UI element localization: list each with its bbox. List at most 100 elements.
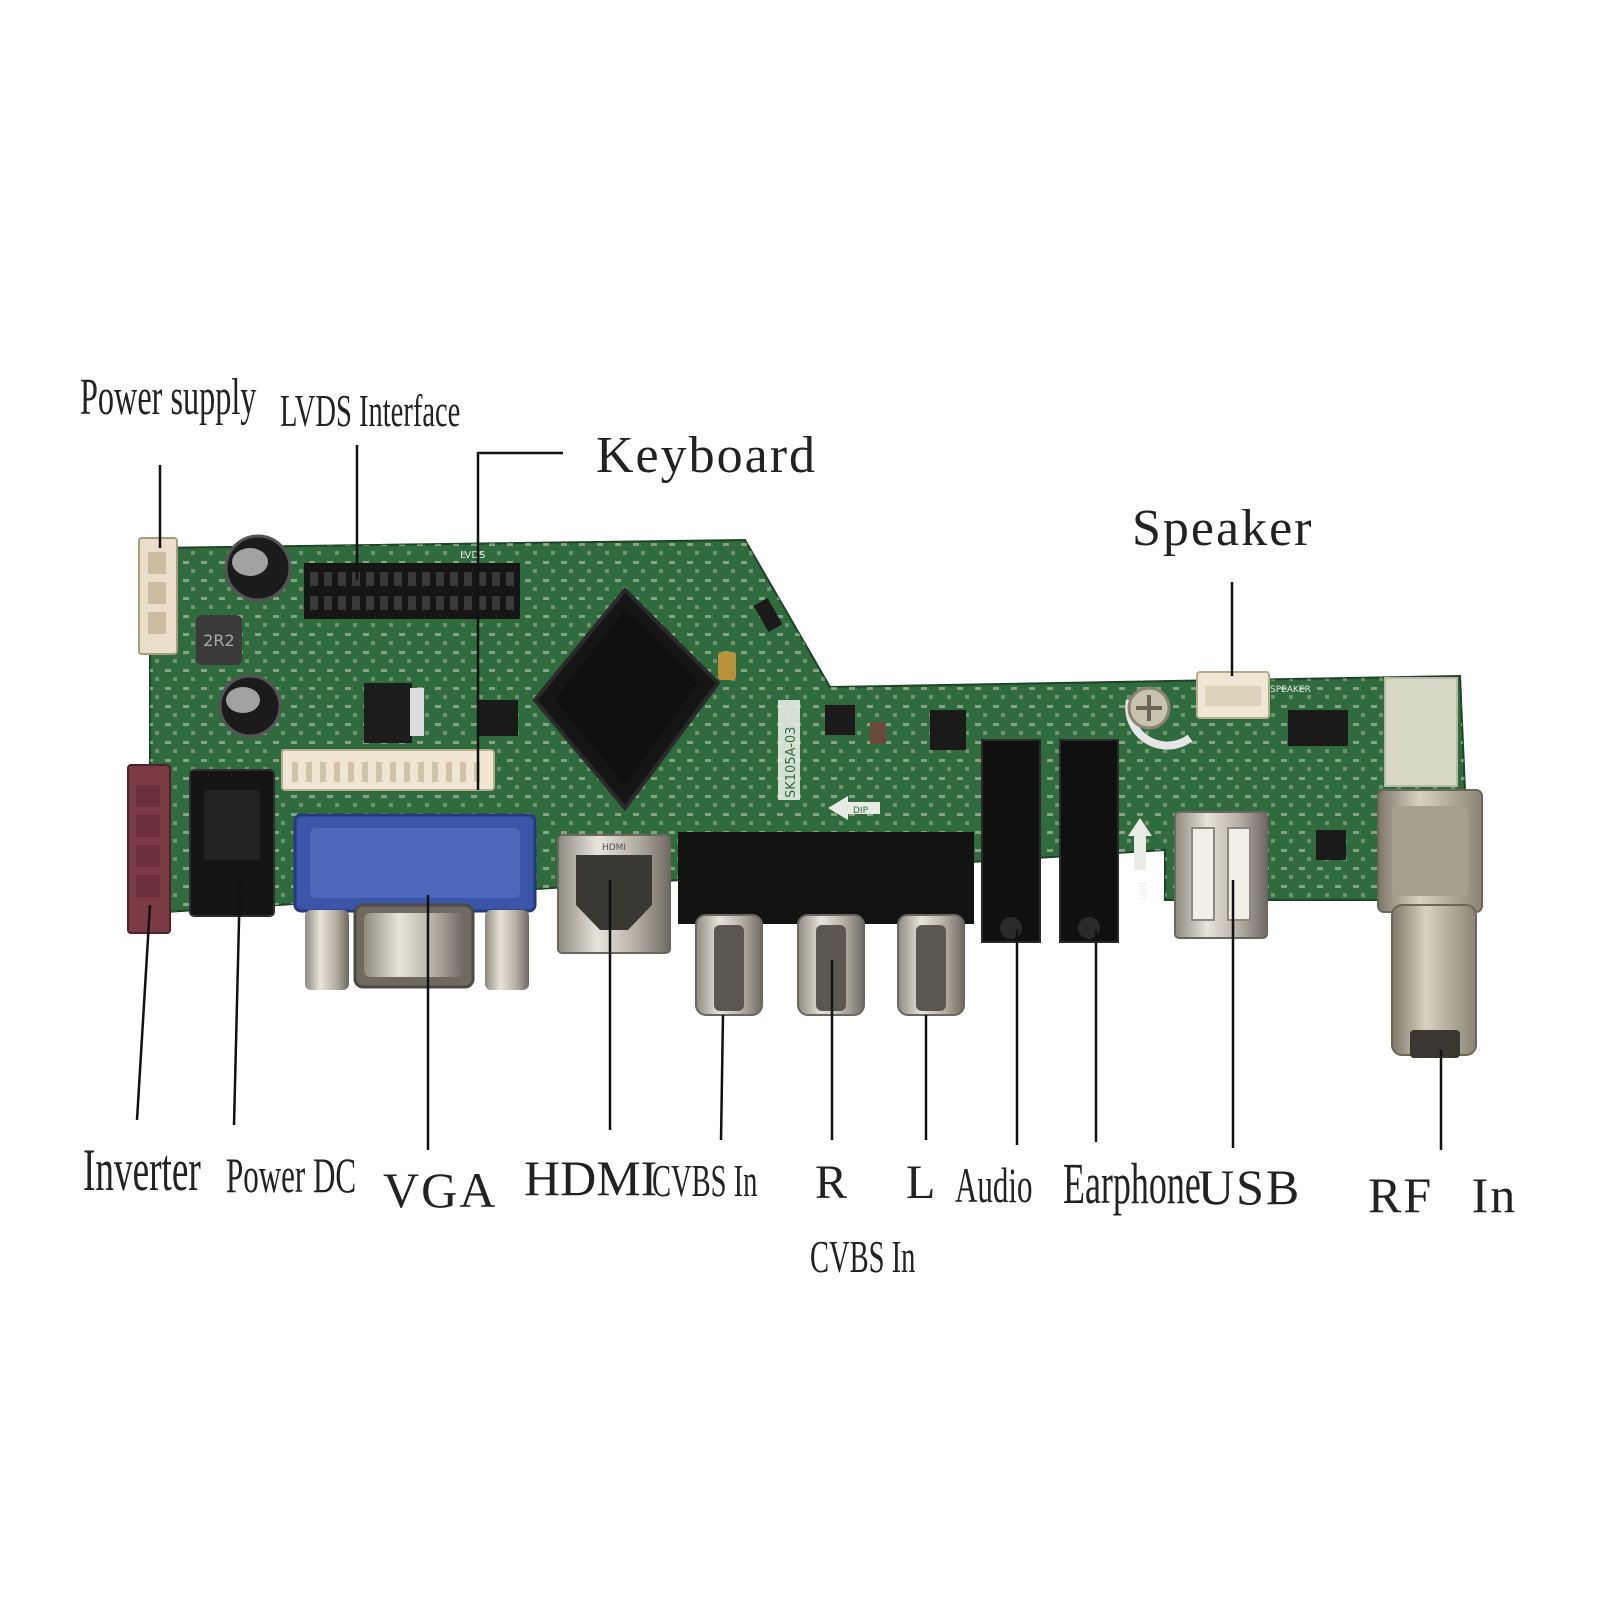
lvds-pin [478, 572, 486, 586]
power-supply-connector [138, 537, 178, 655]
av-connector-block [678, 832, 974, 924]
lvds-pin [464, 572, 472, 586]
lvds-pin [324, 572, 332, 586]
lvds-marking: LVDS [460, 550, 485, 561]
lvds-pin [310, 596, 318, 610]
lvds-pin [506, 596, 514, 610]
keyboard-pin [362, 762, 368, 782]
power-dc-jack [189, 769, 275, 917]
lvds-pin [506, 572, 514, 586]
label-rf-in: RF In [1368, 1167, 1518, 1223]
leader-power-dc [232, 879, 242, 1126]
rca-jack-l [897, 914, 965, 1016]
lvds-pin [366, 596, 374, 610]
label-speaker: Speaker [1132, 500, 1314, 557]
lvds-pin [394, 596, 402, 610]
leader-inverter [135, 904, 152, 1121]
inverter-connector [127, 764, 171, 934]
ic-small-2 [825, 705, 855, 735]
lvds-pin [338, 596, 346, 610]
ic-small-3 [930, 710, 966, 750]
usb-arrow: USB [1128, 818, 1152, 900]
label-cvbs-in-1: CVBS In [652, 1155, 758, 1206]
capacitor-top [224, 534, 292, 602]
dip-marking: DIP [853, 806, 869, 816]
lvds-pin [422, 572, 430, 586]
lvds-pin [394, 572, 402, 586]
lvds-pin [464, 596, 472, 610]
lvds-pin [338, 572, 346, 586]
lvds-pin [436, 572, 444, 586]
ic-small-1 [478, 700, 518, 736]
keyboard-pin [418, 762, 424, 782]
regulator-chip [364, 683, 412, 743]
inductor-2r2: 2R2 [196, 615, 242, 665]
lvds-pin [324, 596, 332, 610]
keyboard-pin [348, 762, 354, 782]
ic-small-6 [753, 598, 783, 632]
main-soc-chip [532, 587, 721, 812]
lvds-pin [380, 572, 388, 586]
lvds-pin [478, 596, 486, 610]
label-power-dc: Power DC [226, 1147, 357, 1203]
leader-cvbs [719, 1014, 725, 1141]
ic-small-5 [1316, 830, 1346, 860]
label-earphone: Earphone [1063, 1151, 1201, 1216]
label-audio: Audio [955, 1157, 1033, 1213]
lvds-pin [436, 596, 444, 610]
silkscreen-model: SK105A-03 [778, 700, 800, 800]
keyboard-pin [390, 762, 396, 782]
chip-brown [870, 722, 886, 744]
speaker-connector [1196, 671, 1270, 719]
usb-port [1174, 811, 1268, 939]
label-cvbs-in-2: CVBS In [810, 1231, 916, 1282]
lvds-pin [492, 596, 500, 610]
lvds-pin [366, 572, 374, 586]
lvds-pin [408, 596, 416, 610]
keyboard-pin [404, 762, 410, 782]
vga-connector [293, 813, 537, 990]
lvds-pin [450, 596, 458, 610]
lvds-pin [352, 596, 360, 610]
leader-keyboard [476, 451, 563, 790]
keyboard-pin [460, 762, 466, 782]
label-r: R [815, 1156, 848, 1209]
keyboard-pin [376, 762, 382, 782]
label-l: L [906, 1156, 936, 1209]
silkscreen-model-text: SK105A-03 [784, 727, 799, 798]
ic-small-4 [1288, 710, 1348, 746]
dip-arrow: DIP [828, 796, 880, 820]
lvds-pin [380, 596, 388, 610]
keyboard-pin [432, 762, 438, 782]
audio-jack [981, 739, 1041, 943]
hdmi-connector: HDMI [557, 834, 671, 954]
rf-connector [1377, 789, 1483, 1058]
keyboard-pin [446, 762, 452, 782]
label-hdmi: HDMI [524, 1150, 658, 1206]
screw-mount [1125, 686, 1193, 750]
lvds-pin [422, 596, 430, 610]
crystal [718, 652, 736, 680]
usb-marking: USB [1139, 882, 1149, 900]
lvds-pin [450, 572, 458, 586]
label-usb: USB [1198, 1159, 1302, 1215]
speaker-marking: SPEAKER [1270, 685, 1311, 695]
lvds-pin [310, 572, 318, 586]
keyboard-pin [306, 762, 312, 782]
capacitor-bottom [218, 674, 282, 738]
label-keyboard: Keyboard [596, 427, 818, 484]
keyboard-pin [320, 762, 326, 782]
keyboard-pin [334, 762, 340, 782]
inductor-marking: 2R2 [203, 631, 234, 650]
board-sticker [1384, 677, 1458, 787]
label-inverter: Inverter [83, 1137, 201, 1203]
lvds-pin [408, 572, 416, 586]
label-power-supply: Power supply [80, 369, 257, 426]
lvds-header [304, 563, 520, 619]
lvds-pin [492, 572, 500, 586]
hdmi-marking: HDMI [602, 843, 626, 853]
earphone-jack [1059, 739, 1119, 943]
label-vga: VGA [383, 1162, 498, 1218]
leader-lines [135, 445, 1443, 1150]
